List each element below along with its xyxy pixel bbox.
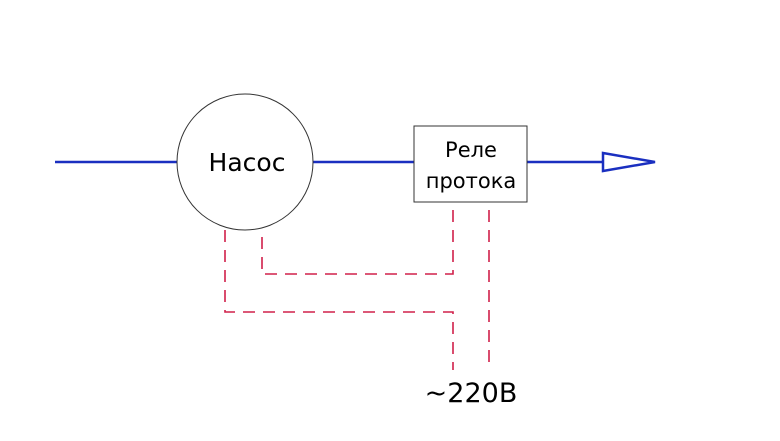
power-supply-label: ~220В bbox=[425, 378, 518, 409]
wire-pump-to-power bbox=[224, 230, 454, 370]
pump-symbol bbox=[176, 93, 314, 231]
relay-label-line1: Реле bbox=[445, 138, 497, 162]
wiring bbox=[224, 202, 490, 370]
wire-pump-to-relay bbox=[261, 202, 454, 275]
flow-arrow-icon bbox=[601, 151, 656, 173]
relay-label-line2: протока bbox=[426, 169, 517, 193]
pump-label: Насос bbox=[209, 148, 286, 177]
flow-relay-box bbox=[413, 125, 528, 203]
pipe bbox=[55, 151, 656, 173]
